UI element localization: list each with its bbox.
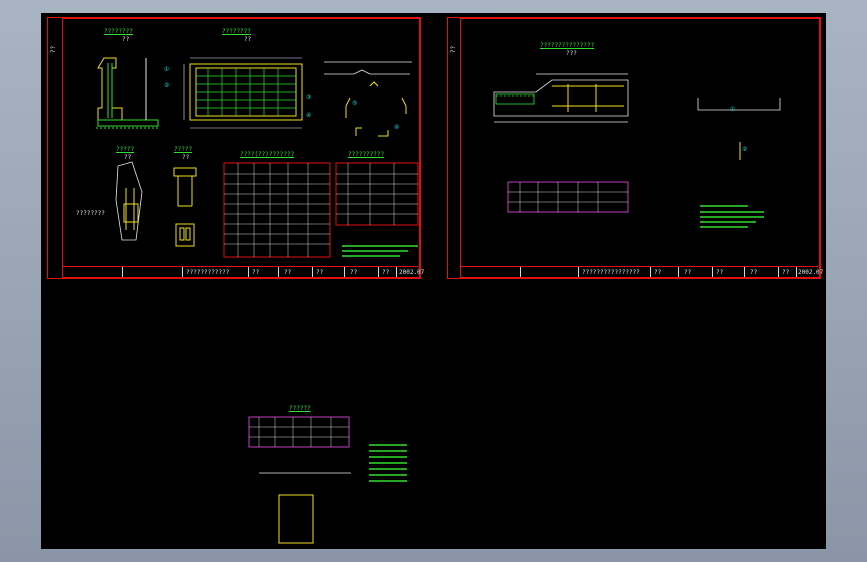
detail-dimension-label: ????????: [76, 210, 105, 217]
loose-table-title: ??????: [289, 405, 311, 412]
callout-5: ⑤: [352, 100, 358, 107]
sheet-1-linework: [96, 57, 419, 258]
sheet-2-cell-4: ??: [750, 269, 758, 276]
sheet-2-cell-1: ??: [654, 269, 662, 276]
section-a-subtitle: ??: [122, 36, 130, 43]
elevation-subtitle: ???: [566, 50, 577, 57]
sheet-1-cell-2: ??: [284, 269, 292, 276]
callout-4: ④: [306, 112, 312, 119]
detail-2-title: ?????: [174, 146, 193, 153]
elevation-title: ???????????????: [540, 42, 595, 49]
callout-1: ①: [164, 66, 170, 73]
sheet-1-title-block: ???????????? ?? ?? ?? ?? ?? 2002.07: [62, 266, 424, 277]
detail-2-subtitle: ??: [182, 154, 190, 161]
sheet-1-drawing-name: ????????????: [186, 269, 230, 276]
sheet-2-title-block: ???????????????? ?? ?? ?? ?? ?? 2002.07: [460, 266, 823, 277]
detail-1-subtitle: ??: [124, 154, 132, 161]
callout-2: ②: [164, 82, 170, 89]
sheet-2-drawing-name: ????????????????: [582, 269, 640, 276]
sheet-2-callout-b: ②: [742, 146, 748, 153]
sheet-1-cell-4: ??: [350, 269, 358, 276]
quantity-table-title: ??????????: [348, 151, 385, 158]
callout-6: ⑥: [394, 124, 400, 131]
sheet-2-cell-3: ??: [716, 269, 724, 276]
plan-view-title: ????????: [222, 28, 251, 35]
sheet-1-cell-5: ??: [382, 269, 390, 276]
plan-view-subtitle: ??: [244, 36, 252, 43]
detail-1-title: ?????: [116, 146, 135, 153]
loose-entities-linework: [248, 416, 407, 544]
rebar-table-title: ????(??)???????: [240, 151, 295, 158]
sheet-2-inner-frame: [460, 18, 820, 278]
sheet-1-cell-3: ??: [316, 269, 324, 276]
sheet-1-cell-1: ??: [252, 269, 260, 276]
section-a-title: ????????: [104, 28, 133, 35]
sheet-2-cell-2: ??: [684, 269, 692, 276]
sheet-2-linework: [493, 73, 781, 228]
sheet-1-date: 2002.07: [399, 269, 425, 276]
sheet-1-inner-frame: [62, 18, 420, 278]
callout-3: ③: [306, 94, 312, 101]
drawing-viewport[interactable]: ?? ???????? ?? ???????? ?? ????? ?? ????…: [41, 13, 826, 549]
sheet-2-cell-5: ??: [782, 269, 790, 276]
drawing-sheet-1: ?? ???????? ?? ???????? ?? ????? ?? ????…: [47, 17, 424, 279]
sheet-2-callout-a: ①: [730, 106, 736, 113]
sheet-2-date: 2002.07: [798, 269, 824, 276]
drawing-sheet-2: ?? ??????????????? ???: [447, 17, 823, 279]
